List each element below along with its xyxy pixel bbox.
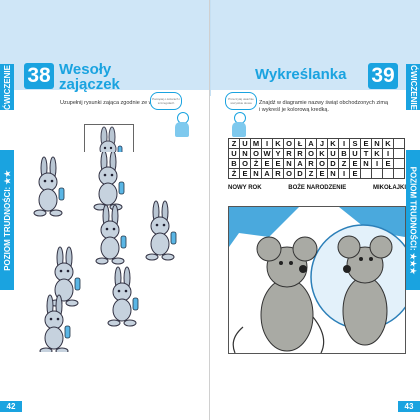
grid-cell: E <box>350 159 361 169</box>
grid-cell <box>394 169 405 179</box>
grid-cell: I <box>339 169 350 179</box>
exercise-number: 38 <box>24 63 54 89</box>
exercise-instruction-right: Znajdź w diagramie nazwy świąt obchodzon… <box>259 100 389 113</box>
grid-cell: Ż <box>251 159 262 169</box>
grid-cell: A <box>262 169 273 179</box>
grid-cell: B <box>339 149 350 159</box>
left-section-label: ĆWICZENIE <box>2 64 12 110</box>
left-difficulty-label: POZIOM TRUDNOŚCI: ★★ <box>2 169 12 271</box>
grid-cell: Ż <box>229 169 240 179</box>
exercise-instruction: Uzupełnij rysunki zająca zgodnie ze wzor… <box>60 100 170 106</box>
grid-cell: B <box>229 159 240 169</box>
exercise-title-line-2: zajączek <box>59 76 120 93</box>
grid-cell: R <box>284 149 295 159</box>
grid-cell: K <box>383 139 394 149</box>
grid-cell: N <box>372 139 383 149</box>
bunnies-area <box>24 150 194 355</box>
grid-cell: Y <box>273 149 284 159</box>
grid-cell: M <box>251 139 262 149</box>
word-3: MIKOŁAJKI <box>372 185 406 191</box>
grid-cell: R <box>295 149 306 159</box>
grid-cell: O <box>306 149 317 159</box>
page-number-left: 42 <box>0 401 22 412</box>
grid-cell: Z <box>306 169 317 179</box>
grid-cell: R <box>273 169 284 179</box>
grid-cell: O <box>284 169 295 179</box>
grid-cell: D <box>295 169 306 179</box>
grid-cell: N <box>284 159 295 169</box>
grid-cell <box>394 139 405 149</box>
exercise-title: Wesoły zajączek <box>59 62 179 92</box>
grid-cell <box>394 149 405 159</box>
grid-cell: I <box>372 159 383 169</box>
grid-cell: I <box>339 139 350 149</box>
grid-cell: J <box>317 139 328 149</box>
grid-cell: K <box>328 139 339 149</box>
grid-cell: S <box>350 139 361 149</box>
exercise-title-right: Wykreślanka <box>255 66 347 83</box>
grid-cell: K <box>273 139 284 149</box>
grid-cell: K <box>317 149 328 159</box>
exercise-number-right: 39 <box>368 63 398 89</box>
grid-cell: K <box>372 149 383 159</box>
word-1: NOWY ROK <box>228 185 262 191</box>
grid-cell: A <box>295 159 306 169</box>
left-difficulty-tab: POZIOM TRUDNOŚCI: ★★ <box>0 150 14 290</box>
grid-cell: Ł <box>295 139 306 149</box>
kid-mascot-left <box>174 112 190 138</box>
grid-cell: N <box>240 149 251 159</box>
grid-cell: Z <box>339 159 350 169</box>
grid-cell: E <box>383 159 394 169</box>
grid-cell: O <box>317 159 328 169</box>
grid-cell: I <box>262 139 273 149</box>
grid-cell: N <box>251 169 262 179</box>
grid-cell: U <box>229 149 240 159</box>
grid-cell: E <box>273 159 284 169</box>
grid-cell <box>372 169 383 179</box>
right-section-tab: ĆWICZENIE <box>406 64 420 110</box>
grid-cell: R <box>306 159 317 169</box>
right-difficulty-tab: POZIOM TRUDNOŚCI: ★★★ <box>406 150 420 290</box>
grid-cell: W <box>262 149 273 159</box>
word-2: BOŻE NARODZENIE <box>288 185 347 191</box>
grid-cell: I <box>383 149 394 159</box>
mice-picture <box>228 206 406 354</box>
grid-cell <box>394 159 405 169</box>
left-section-tab: ĆWICZENIE <box>0 64 14 110</box>
grid-cell: U <box>240 139 251 149</box>
grid-cell <box>383 169 394 179</box>
grid-cell: D <box>328 159 339 169</box>
grid-cell: E <box>361 139 372 149</box>
kid-mascot-right <box>231 112 247 138</box>
grid-cell: E <box>350 169 361 179</box>
grid-cell: N <box>361 159 372 169</box>
left-page: ĆWICZENIE POZIOM TRUDNOŚCI: ★★ 38 Wesoły… <box>0 0 210 420</box>
speech-bubble-left: Pamiętaj o kolorach i szczegółach <box>150 92 182 110</box>
grid-cell: U <box>328 149 339 159</box>
exercise-title-line-1: Wesoły <box>59 61 112 78</box>
page-number-right: 43 <box>398 401 420 412</box>
grid-cell: O <box>284 139 295 149</box>
grid-cell: E <box>262 159 273 169</box>
right-difficulty-label: POZIOM TRUDNOŚCI: ★★★ <box>408 166 418 274</box>
right-section-label: ĆWICZENIE <box>408 64 418 110</box>
grid-cell: Z <box>229 139 240 149</box>
grid-cell: U <box>350 149 361 159</box>
grid-cell: A <box>306 139 317 149</box>
words-to-find: NOWY ROK BOŻE NARODZENIE MIKOŁAJKI <box>228 185 406 191</box>
grid-cell <box>361 169 372 179</box>
bunnies-illustration <box>33 150 177 355</box>
speech-bubble-right: Przeczytaj uważnie wszystkie słowa <box>225 92 257 110</box>
grid-cell: E <box>317 169 328 179</box>
grid-cell: O <box>251 149 262 159</box>
mice-illustration <box>229 207 405 353</box>
grid-cell: T <box>361 149 372 159</box>
grid-cell: N <box>328 169 339 179</box>
grid-cell: O <box>240 159 251 169</box>
grid-cell: E <box>240 169 251 179</box>
